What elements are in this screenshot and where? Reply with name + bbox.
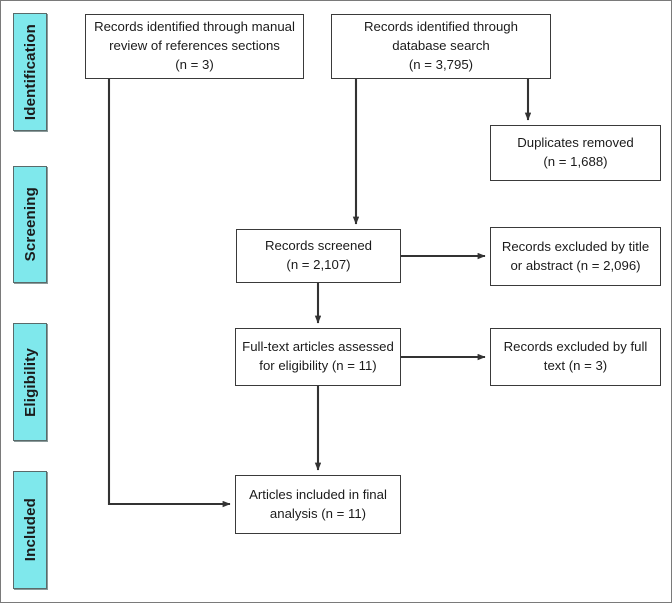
box-fulltext-assessed-label: Full-text articles assessed for eligibil…	[242, 339, 394, 373]
stage-band-screening: Screening	[13, 166, 47, 283]
box-excluded-title-abstract: Records excluded by title or abstract (n…	[490, 227, 661, 286]
box-manual-review: Records identified through manual review…	[85, 14, 304, 79]
box-manual-review-label: Records identified through manual review…	[94, 19, 295, 72]
box-records-screened: Records screened (n = 2,107)	[236, 229, 401, 283]
box-excluded-title-abstract-label: Records excluded by title or abstract (n…	[501, 238, 650, 273]
stage-band-identification: Identification	[13, 13, 47, 131]
box-duplicates-removed-label: Duplicates removed (n = 1,688)	[517, 135, 634, 169]
box-database-search-label: Records identified through database sear…	[364, 19, 518, 72]
stage-band-identification-label: Identification	[21, 23, 39, 121]
box-excluded-fulltext-label: Records excluded by full text (n = 3)	[503, 339, 648, 373]
box-fulltext-assessed: Full-text articles assessed for eligibil…	[235, 328, 401, 386]
box-excluded-fulltext: Records excluded by full text (n = 3)	[490, 328, 661, 386]
box-duplicates-removed: Duplicates removed (n = 1,688)	[490, 125, 661, 181]
box-articles-included-label: Articles included in final analysis (n =…	[249, 486, 387, 521]
box-articles-included: Articles included in final analysis (n =…	[235, 475, 401, 534]
box-records-screened-label: Records screened (n = 2,107)	[264, 238, 373, 272]
stage-band-screening-label: Screening	[21, 187, 39, 262]
box-database-search: Records identified through database sear…	[331, 14, 551, 79]
stage-band-included: Included	[13, 471, 47, 589]
stage-band-eligibility-label: Eligibility	[21, 347, 39, 417]
stage-band-included-label: Included	[21, 498, 39, 562]
stage-band-eligibility: Eligibility	[13, 323, 47, 441]
connector-manual-to-included	[107, 79, 231, 508]
